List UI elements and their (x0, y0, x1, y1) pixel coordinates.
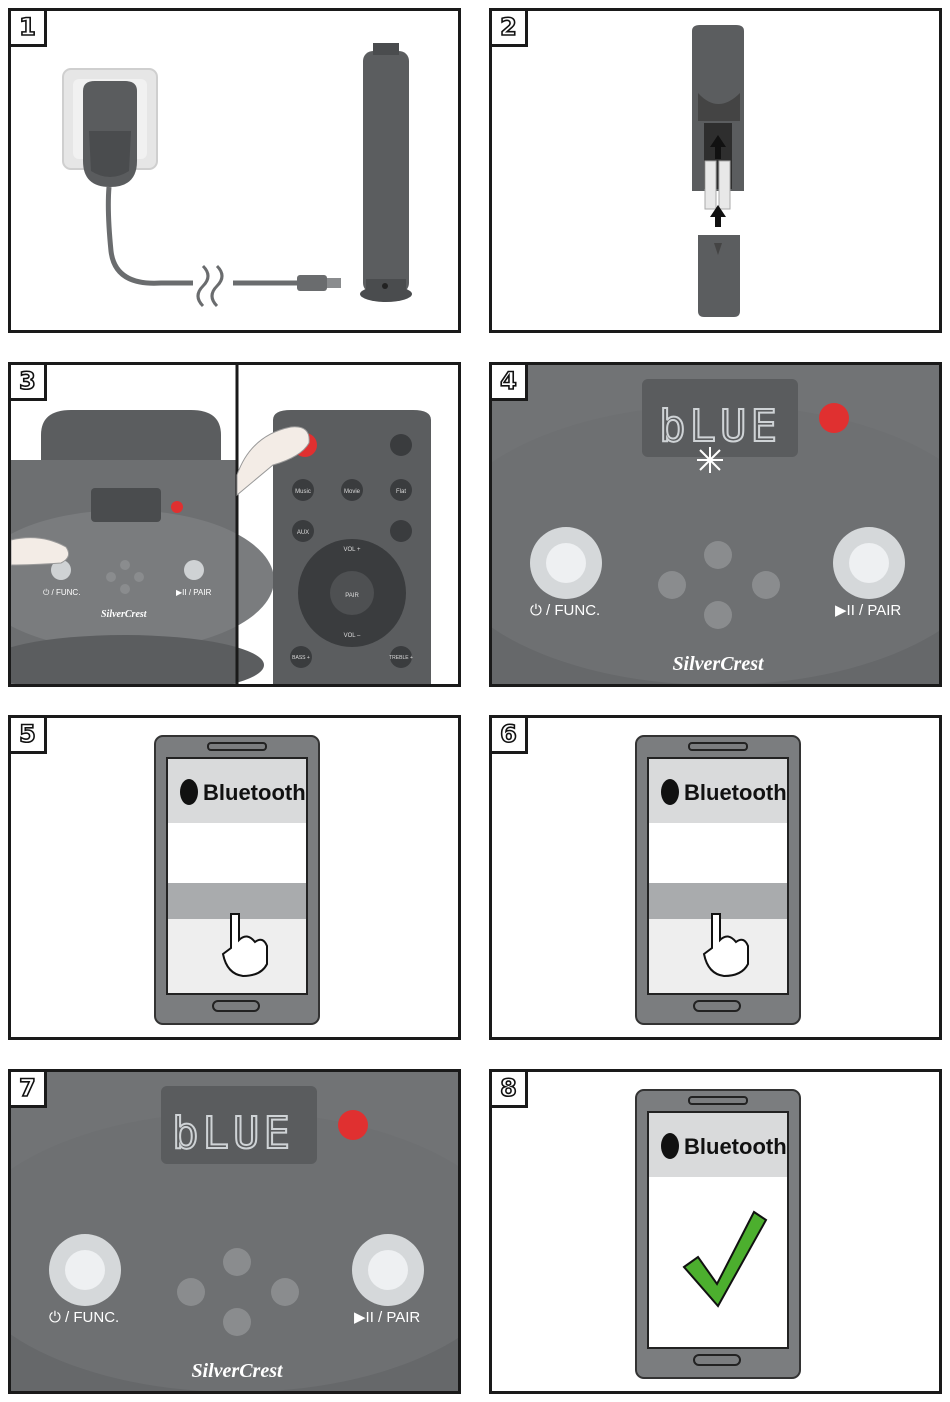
red-led (819, 403, 849, 433)
next-button (752, 571, 780, 599)
battery (705, 161, 716, 209)
remote-flat-label: Flat (396, 489, 406, 495)
pair-label: ▶II / PAIR (835, 602, 901, 619)
brand-logo: SilverCrest (672, 653, 765, 675)
bluetooth-icon (180, 779, 198, 805)
panel-number: 7 (11, 1072, 47, 1108)
panel-3: 3 ⏻ / FUNC. ▶II / PAIR SilverCrest Music… (8, 362, 461, 687)
panel-8: 8 Bluetooth (489, 1069, 942, 1394)
dc-plug (297, 275, 327, 291)
prev-button (177, 1278, 205, 1306)
bluetooth-icon (390, 520, 412, 542)
phone-select-illustration: Bluetooth (11, 718, 461, 1040)
bluetooth-label: Bluetooth (684, 780, 787, 805)
display-text: bLUE (659, 401, 781, 452)
phone-select-illustration: Bluetooth (492, 718, 942, 1040)
remote-pair-label: PAIR (345, 593, 359, 599)
panel-number: 5 (11, 718, 47, 754)
remote-aux-label: AUX (297, 530, 309, 536)
mute-icon (390, 434, 412, 456)
func-label-small: ⏻ / FUNC. (43, 588, 80, 597)
display-text: bLUE (172, 1108, 294, 1159)
battery (719, 161, 730, 209)
vol-down-button (223, 1308, 251, 1336)
next-button (271, 1278, 299, 1306)
panel-4: 4 bLUE ⏻ / FUNC. ▶II / PAIR SilverCrest (489, 362, 942, 687)
panel-1: 1 (8, 8, 461, 333)
panel-2: 2 (489, 8, 942, 333)
panel-number: 4 (492, 365, 528, 401)
red-led (171, 501, 183, 513)
bluetooth-label: Bluetooth (684, 1134, 787, 1159)
panel-number: 6 (492, 718, 528, 754)
bluetooth-icon (661, 779, 679, 805)
panel-6: 6 Bluetooth (489, 715, 942, 1040)
remote-treble-label: TREBLE + (389, 655, 413, 661)
power-on-illustration: ⏻ / FUNC. ▶II / PAIR SilverCrest Music M… (11, 365, 461, 687)
bluetooth-icon (661, 1133, 679, 1159)
remote-vol-up: VOL + (344, 547, 361, 553)
speaker-panel-blinking: bLUE ⏻ / FUNC. ▶II / PAIR SilverCrest (492, 365, 942, 687)
panel-7: 7 bLUE ⏻ / FUNC. ▶II / PAIR SilverCrest (8, 1069, 461, 1394)
speaker-display (91, 488, 161, 522)
battery-insert-illustration (492, 11, 942, 333)
pair-label-small: ▶II / PAIR (176, 588, 212, 597)
vol-up-button (223, 1248, 251, 1276)
bluetooth-label: Bluetooth (203, 780, 306, 805)
panel-number: 8 (492, 1072, 528, 1108)
panel-5: 5 Bluetooth (8, 715, 461, 1040)
brand-logo-small: SilverCrest (101, 609, 148, 620)
remote-music-label: Music (295, 489, 311, 495)
panel-number: 2 (492, 11, 528, 47)
func-label: ⏻ / FUNC. (530, 602, 600, 619)
power-cable (108, 187, 193, 283)
power-adapter-illustration (11, 11, 461, 333)
remote-movie-label: Movie (344, 489, 361, 495)
red-led (338, 1110, 368, 1140)
brand-logo: SilverCrest (191, 1360, 284, 1382)
prev-button (658, 571, 686, 599)
vol-down-button (704, 601, 732, 629)
vol-up-button (704, 541, 732, 569)
speaker-panel-connected: bLUE ⏻ / FUNC. ▶II / PAIR SilverCrest (11, 1072, 461, 1394)
pair-label: ▶II / PAIR (354, 1309, 420, 1326)
remote-vol-down: VOL – (344, 633, 361, 639)
panel-number: 3 (11, 365, 47, 401)
remote-bass-label: BASS + (292, 655, 310, 661)
phone-connected-illustration: Bluetooth (492, 1072, 942, 1394)
func-label: ⏻ / FUNC. (49, 1309, 119, 1326)
tower-speaker (363, 51, 409, 293)
panel-number: 1 (11, 11, 47, 47)
blink-icon (697, 447, 723, 473)
